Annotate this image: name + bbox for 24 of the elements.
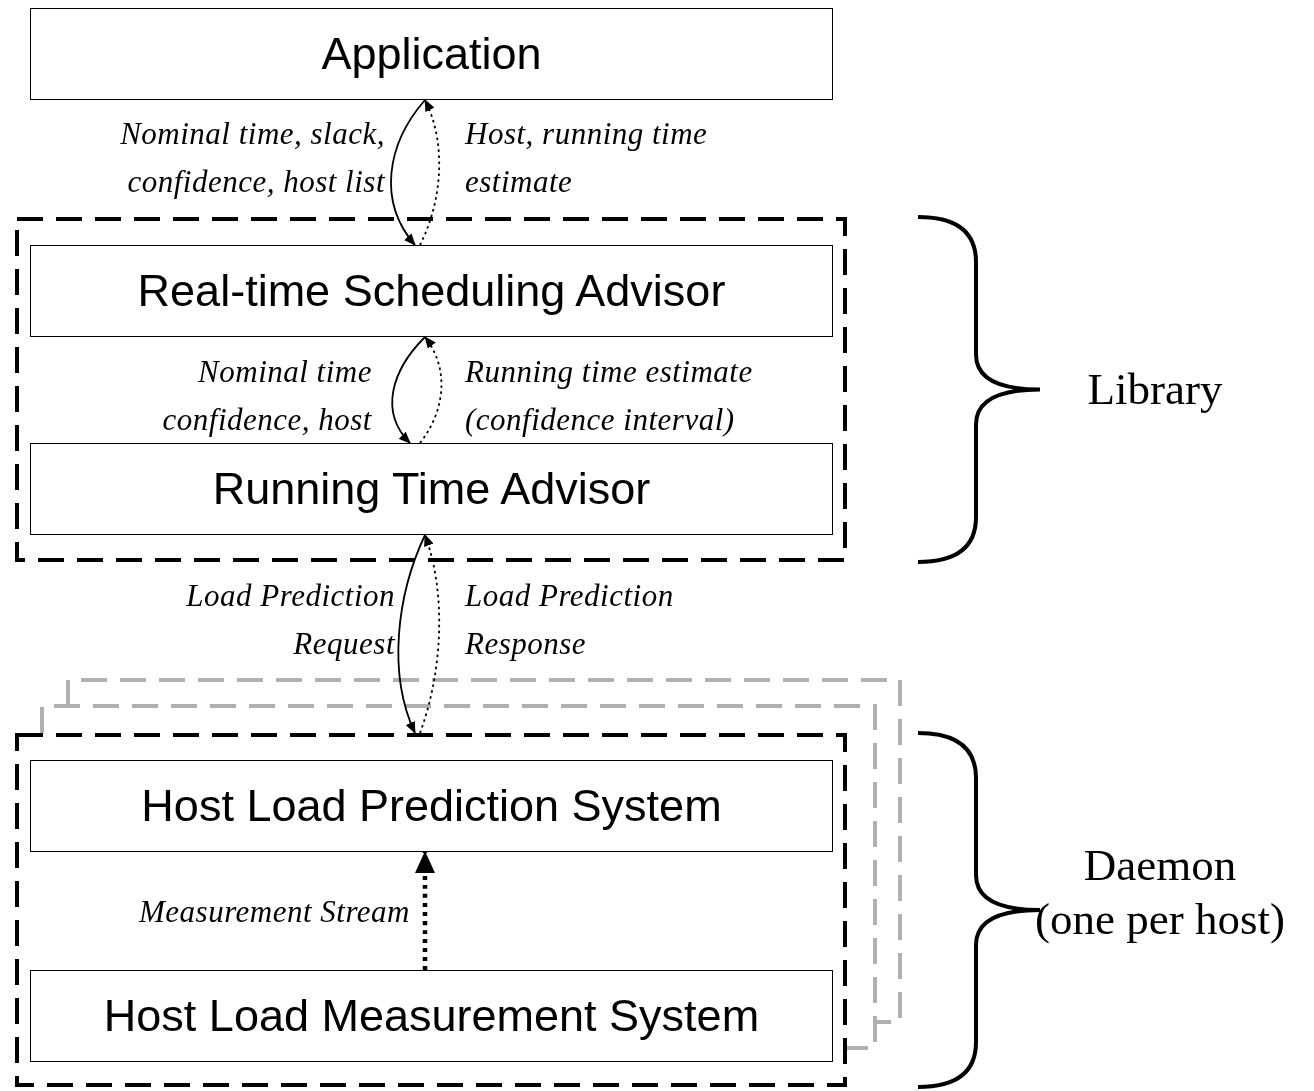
edge-label: Load Prediction Response bbox=[465, 577, 675, 663]
group-label: Library bbox=[1086, 363, 1224, 416]
arrow bbox=[397, 534, 426, 734]
arrow bbox=[419, 336, 443, 444]
arrow bbox=[415, 851, 435, 970]
dashed-group-frame bbox=[15, 733, 847, 1087]
arrow bbox=[391, 336, 426, 444]
arrow bbox=[390, 99, 426, 246]
process-box: Running Time Advisor bbox=[30, 443, 833, 535]
group-label: (one per host) bbox=[1034, 893, 1286, 946]
process-box: Host Load Measurement System bbox=[30, 970, 833, 1062]
process-box: Host Load Prediction System bbox=[30, 760, 833, 852]
arrow bbox=[419, 534, 441, 734]
edge-label: Measurement Stream bbox=[137, 893, 410, 931]
group-label: Daemon bbox=[1082, 839, 1238, 892]
edge-label: Nominal time confidence, host bbox=[161, 353, 372, 439]
dashed-group-frame bbox=[15, 217, 847, 562]
edge-label: Host, running time estimate bbox=[465, 115, 709, 201]
process-box: Application bbox=[30, 8, 833, 100]
edge-label: Nominal time, slack, confidence, host list bbox=[119, 115, 385, 201]
edge-label: Running time estimate (confidence interval) bbox=[465, 353, 754, 439]
edge-label: Load Prediction Request bbox=[185, 577, 395, 663]
arrow bbox=[419, 99, 441, 246]
process-box: Real-time Scheduling Advisor bbox=[30, 245, 833, 337]
